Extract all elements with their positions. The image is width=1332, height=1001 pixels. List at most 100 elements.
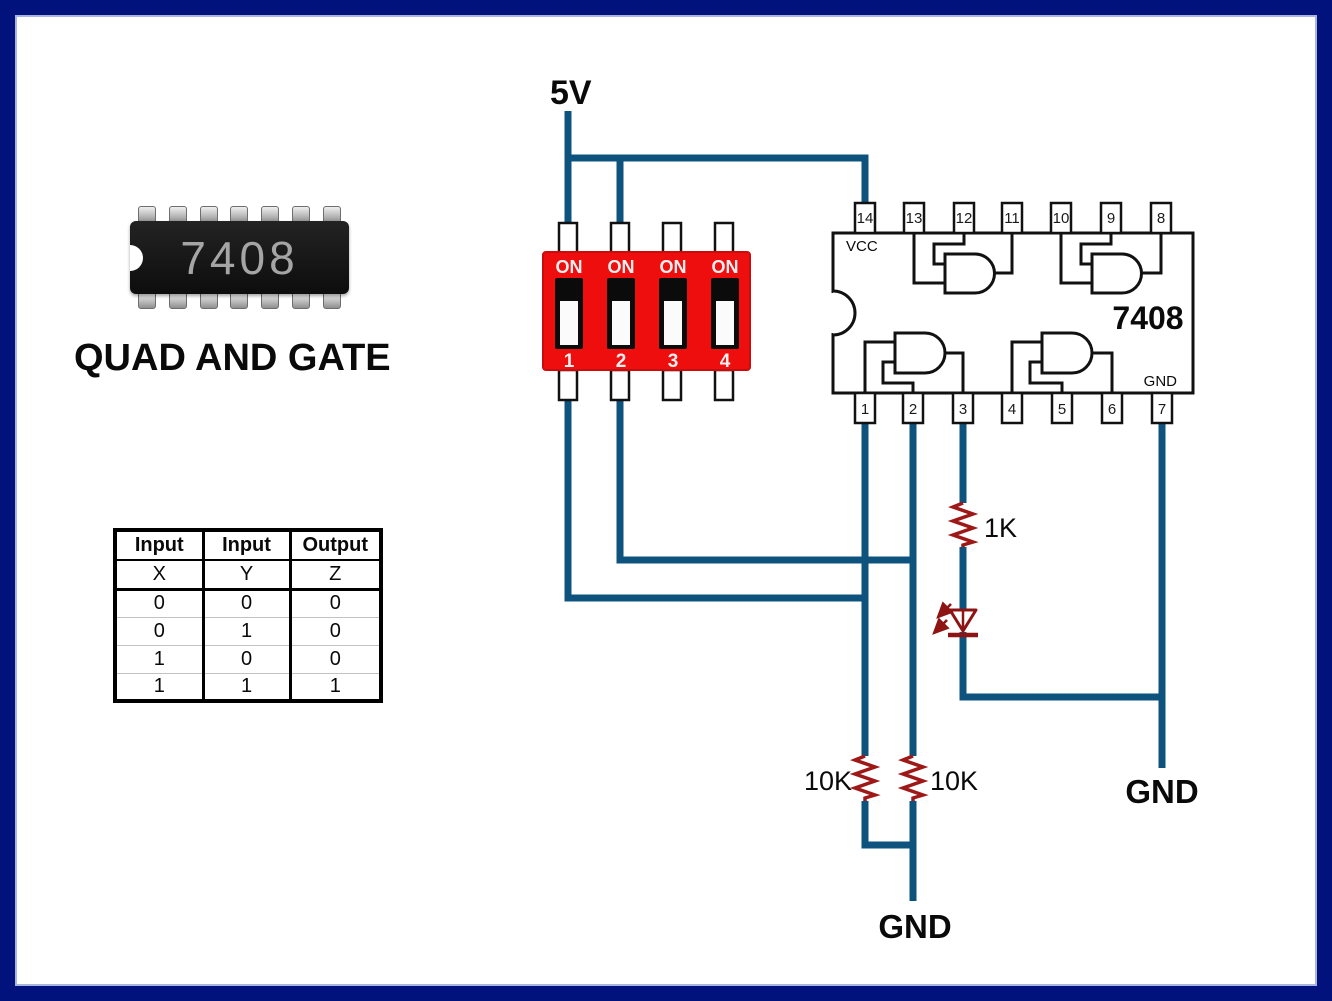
truth-data-row: 1 0 0 — [113, 645, 383, 674]
chip-caption: QUAD AND GATE — [74, 337, 391, 379]
ic-pin-number: 14 — [857, 210, 874, 227]
truth-cell: 1 — [113, 645, 205, 674]
dip-on-label: ON — [712, 257, 739, 277]
ic-pin-13 — [902, 201, 926, 235]
ic-pin-number: 4 — [1008, 401, 1016, 418]
wires-layer — [564, 111, 1166, 901]
truth-cell: 1 — [201, 673, 292, 701]
resistor-10k-right — [897, 754, 929, 801]
truth-var-cell: Z — [288, 560, 383, 591]
ic-notch — [832, 289, 857, 337]
gate-wiring — [863, 233, 1163, 393]
truth-cell: 1 — [113, 673, 205, 701]
resistor-1k-label: 1K — [984, 513, 1017, 543]
ic-name-label: 7408 — [1112, 300, 1183, 336]
truth-header-row: Input Input Output — [113, 530, 383, 561]
truth-header-cell: Input — [201, 530, 292, 561]
and-gate-icon — [1040, 331, 1094, 375]
dip-on-labels: ON ON ON ON — [556, 257, 739, 277]
ic-pin-number: 8 — [1157, 210, 1165, 227]
gnd-right-label: GND — [1125, 773, 1198, 810]
dip-pin-top-4 — [713, 221, 735, 255]
gate4-output-pin6 — [1090, 351, 1114, 393]
and-gates — [893, 252, 1143, 375]
ic-pin-1 — [853, 391, 877, 425]
dip-number: 2 — [616, 351, 627, 372]
ic-pin-number: 12 — [956, 210, 973, 227]
schematic-labels: 5V 1K 10K 10K GND GND — [550, 74, 1199, 945]
ic-pin-number: 5 — [1058, 401, 1066, 418]
ic-pin-numbers: 14 13 12 11 10 9 8 1 2 3 4 5 6 7 — [857, 210, 1167, 418]
resistor-10k-left — [849, 754, 881, 801]
truth-cell: 0 — [201, 589, 292, 618]
truth-cell: 0 — [201, 645, 292, 674]
truth-cell: 0 — [288, 617, 383, 646]
ic-photo-notch — [130, 244, 143, 271]
dip-number: 1 — [564, 351, 575, 372]
truth-table: Input Input Output X Y Z 0 0 0 0 1 0 1 0 — [113, 528, 383, 703]
ic-pin-9 — [1099, 201, 1123, 235]
ic-pin-14 — [853, 201, 877, 235]
gate3-output-pin3 — [943, 351, 965, 393]
ic-pin-number: 13 — [906, 210, 923, 227]
ic-pin-6 — [1100, 391, 1124, 425]
ic-pin-10 — [1049, 201, 1073, 235]
truth-cell: 0 — [113, 617, 205, 646]
truth-data-row: 0 1 0 — [113, 617, 383, 646]
dip-pin-bottom-3 — [661, 368, 683, 402]
truth-cell: 0 — [288, 645, 383, 674]
ic-pin-number: 6 — [1108, 401, 1116, 418]
gate1-input-pin13 — [912, 233, 945, 285]
wire-led-to-gnd-node — [959, 632, 1162, 701]
truth-cell: 1 — [201, 617, 292, 646]
and-gate-icon — [893, 331, 947, 375]
dip-on-label: ON — [608, 257, 635, 277]
truth-cell: 0 — [113, 589, 205, 618]
wire-dip2-to-pin2-node — [616, 400, 913, 564]
dip-on-label: ON — [660, 257, 687, 277]
gate3-input-pin1 — [863, 340, 895, 393]
ic-photo: 7408 — [130, 206, 349, 309]
wire-r10k-left-to-gnd — [861, 801, 913, 849]
led-light-arrow-icon — [932, 617, 950, 635]
ic-pin-2 — [901, 391, 925, 425]
truth-cell: 1 — [288, 673, 383, 701]
resistor-10k-right-label: 10K — [930, 766, 978, 796]
truth-cell: 0 — [288, 589, 383, 618]
gate4-input-pin5 — [1028, 360, 1064, 393]
wire-5v-rail-to-pin14 — [568, 154, 869, 203]
resistor-10k-left-label: 10K — [804, 766, 852, 796]
ic-pin-7 — [1150, 391, 1174, 425]
ic-pin-boxes — [853, 201, 1174, 425]
led-light-arrow-icon — [936, 601, 954, 619]
gate3-input-pin2 — [881, 360, 915, 393]
dip-pin-top-3 — [661, 221, 683, 255]
ic-pin-number: 7 — [1158, 401, 1166, 418]
gate2-input-pin10 — [1059, 233, 1092, 285]
dip-slider-4 — [716, 301, 734, 345]
ic-gnd-label: GND — [1144, 373, 1178, 390]
ic-photo-label: 7408 — [180, 231, 299, 284]
ic-pin-4 — [1000, 391, 1024, 425]
ic-pin-number: 9 — [1107, 210, 1115, 227]
ic-pin-5 — [1050, 391, 1074, 425]
gate1-output-pin11 — [993, 233, 1014, 275]
truth-var-cell: Y — [201, 560, 292, 591]
truth-variable-row: X Y Z — [113, 560, 383, 591]
truth-var-cell: X — [113, 560, 205, 591]
gate4-input-pin4 — [1010, 340, 1042, 393]
truth-header-cell: Input — [113, 530, 205, 561]
ic-photo-body: 7408 — [130, 221, 349, 294]
ic-pin-number: 1 — [861, 401, 869, 418]
gate2-output-pin8 — [1140, 233, 1163, 275]
dip-pin-bottom-4 — [713, 368, 735, 402]
dip-slider-2 — [612, 301, 630, 345]
and-gate-icon — [1090, 252, 1143, 295]
resistor-1k — [947, 501, 979, 547]
gnd-bottom-label: GND — [878, 908, 951, 945]
led-symbol — [932, 601, 978, 638]
ic-pin-number: 10 — [1053, 210, 1070, 227]
truth-data-row: 1 1 1 — [113, 673, 383, 701]
